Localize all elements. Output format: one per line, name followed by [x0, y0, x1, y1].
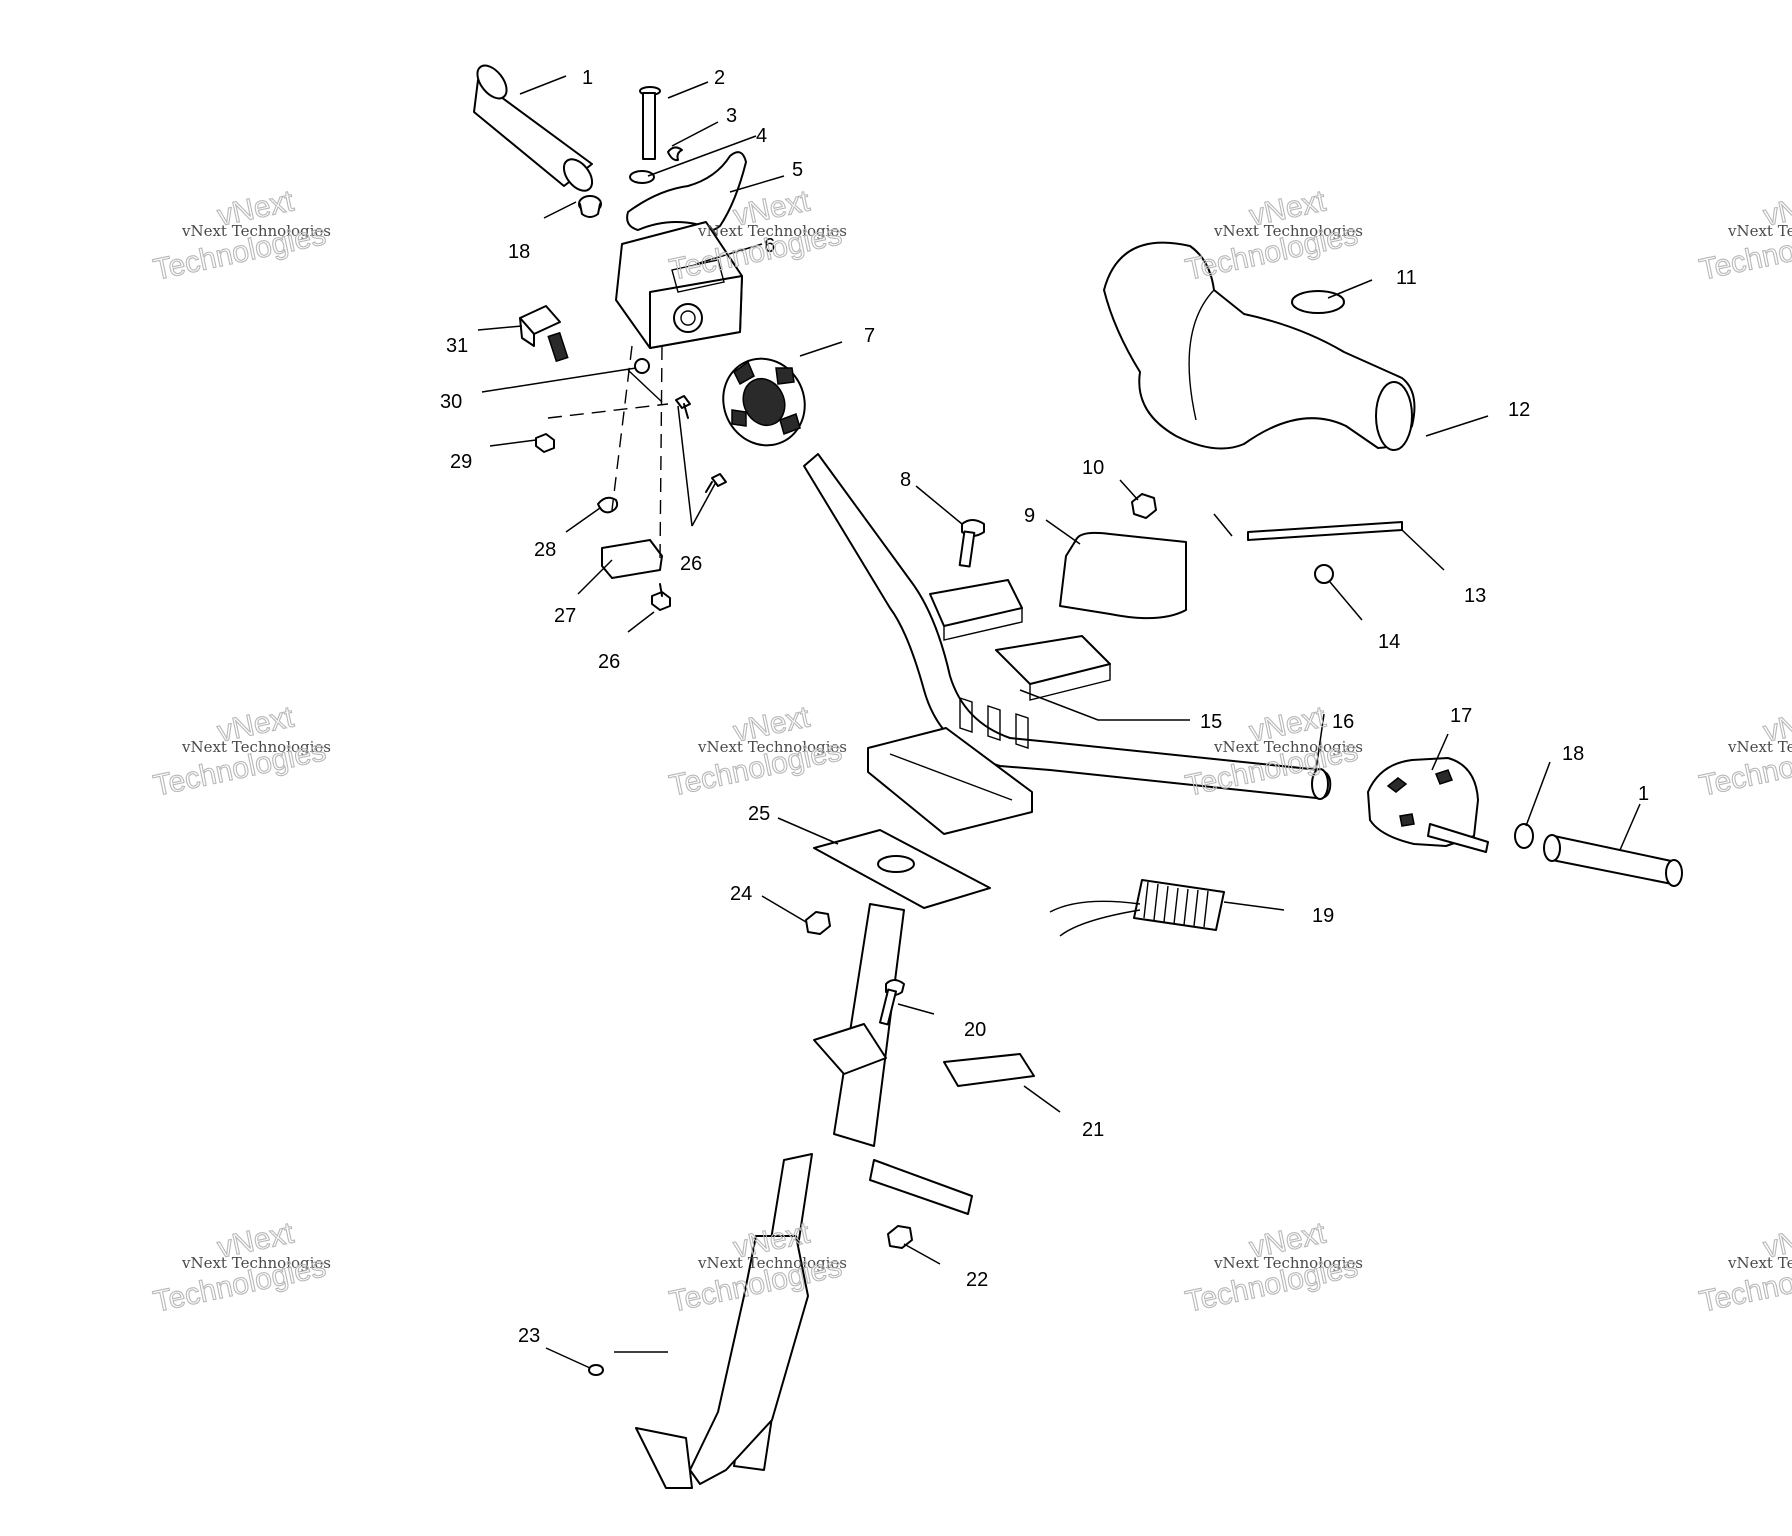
callout-10: 10	[1082, 457, 1104, 479]
watermark: vNext Technologies vNext Technologies	[150, 184, 331, 287]
post-screw	[879, 979, 905, 1026]
steering-arm	[635, 1235, 809, 1489]
callout-22: 22	[966, 1269, 988, 1291]
callout-9: 9	[1024, 505, 1035, 527]
e-clip	[667, 146, 683, 162]
watermark-line1: vNext Technologies	[181, 738, 331, 756]
clamp-bolt	[958, 519, 985, 568]
watermark: vNext Technologies vNext Technologies	[1182, 1216, 1363, 1319]
watermark: vNext Technologies vNext Technologies	[150, 1216, 331, 1319]
callout-29: 29	[450, 451, 472, 473]
handlebar	[803, 453, 1332, 800]
throttle-housing	[615, 221, 743, 349]
watermark-line1: vNext Technologies	[697, 738, 847, 756]
washer	[629, 170, 655, 184]
callout-1-right: 1	[1638, 783, 1649, 805]
watermark-line1: vNext Technologies	[1727, 738, 1792, 756]
grip-end-cap-right	[1514, 823, 1534, 849]
heater-element	[722, 357, 806, 447]
watermark-overlay: vNext	[1761, 1216, 1792, 1264]
watermark-line1: vNext Technologies	[1213, 1254, 1363, 1272]
bar-end	[1311, 768, 1329, 800]
callout-20: 20	[964, 1019, 986, 1041]
pad-strap	[1247, 521, 1403, 541]
callout-14: 14	[1378, 631, 1400, 653]
callout-6: 6	[764, 235, 775, 257]
riser-block	[867, 727, 1033, 835]
callout-13: 13	[1464, 585, 1486, 607]
callout-12: 12	[1508, 399, 1530, 421]
callout-24: 24	[730, 883, 752, 905]
callout-18-left: 18	[508, 241, 530, 263]
callout-5: 5	[792, 159, 803, 181]
upper-clamps	[929, 579, 1111, 701]
callout-11: 11	[1396, 267, 1417, 289]
callout-16: 16	[1332, 711, 1354, 733]
detent-ball	[634, 358, 650, 374]
watermark-line1: vNext Technologies	[697, 1254, 847, 1272]
watermark: vNext Technologies vNext Technologies	[1696, 1216, 1792, 1319]
watermark: vNext Technologies vNext Technologies	[150, 700, 331, 803]
watermark-line1: vNext Technologies	[1213, 222, 1363, 240]
handlebar-pad	[1103, 241, 1416, 451]
screw-set	[535, 395, 727, 611]
watermark-line1: vNext Technologies	[181, 222, 331, 240]
watermark: vNext Technologies vNext Technologies	[1182, 184, 1363, 287]
callout-1-top: 1	[582, 67, 593, 89]
heater-bracket	[1059, 531, 1187, 620]
callout-21: 21	[1082, 1119, 1104, 1141]
watermark: vNext Technologies vNext Technologies	[1696, 700, 1792, 803]
callout-18-right: 18	[1562, 743, 1584, 765]
watermark: vNext Technologies vNext Technologies	[666, 700, 847, 803]
callout-31: 31	[446, 335, 468, 357]
callout-2: 2	[714, 67, 725, 89]
callout-26-lower: 26	[598, 651, 620, 673]
heater-coil	[1049, 879, 1225, 937]
brake-lever-assembly	[1367, 757, 1489, 853]
watermark-overlay: vNext	[1761, 700, 1792, 748]
callout-30: 30	[440, 391, 462, 413]
spacer-tube	[869, 1159, 973, 1249]
callout-26-upper: 26	[680, 553, 702, 575]
callout-19: 19	[1312, 905, 1334, 927]
callout-15: 15	[1200, 711, 1222, 733]
watermark-line1: vNext Technologies	[181, 1254, 331, 1272]
grip-end-cap-left	[578, 195, 602, 218]
kill-switch	[519, 305, 569, 363]
pivot-pin	[639, 86, 661, 160]
callout-28: 28	[534, 539, 556, 561]
watermark-line1: vNext Technologies	[1727, 222, 1792, 240]
cotter-pin	[588, 1364, 604, 1376]
watermark-line1: vNext Technologies	[1727, 1254, 1792, 1272]
callout-4: 4	[756, 125, 767, 147]
grip-right	[1543, 834, 1683, 887]
callout-3: 3	[726, 105, 737, 127]
watermark: vNext Technologies vNext Technologies	[666, 184, 847, 287]
plate-nut	[805, 911, 831, 935]
callout-27: 27	[554, 605, 576, 627]
housing-cover	[601, 539, 663, 579]
callout-8: 8	[900, 469, 911, 491]
watermark-line1: vNext Technologies	[697, 222, 847, 240]
pad-clip	[1314, 564, 1334, 584]
callout-17: 17	[1450, 705, 1472, 727]
watermark-overlay: vNext	[1761, 184, 1792, 232]
callout-7: 7	[864, 325, 875, 347]
grip-left	[473, 64, 594, 192]
leader-lines	[477, 75, 1641, 1369]
watermark: vNext Technologies vNext Technologies	[1696, 184, 1792, 287]
support-bracket	[943, 1053, 1035, 1087]
callout-25: 25	[748, 803, 770, 825]
watermark-line1: vNext Technologies	[1213, 738, 1363, 756]
callout-23: 23	[518, 1325, 540, 1347]
throttle-lever	[626, 151, 747, 232]
assembly-lines	[547, 345, 669, 561]
callout-labels: 1 2 3 4 5 6 7 8 9 10 11 12 13 14 15 16 1…	[440, 67, 1649, 1347]
